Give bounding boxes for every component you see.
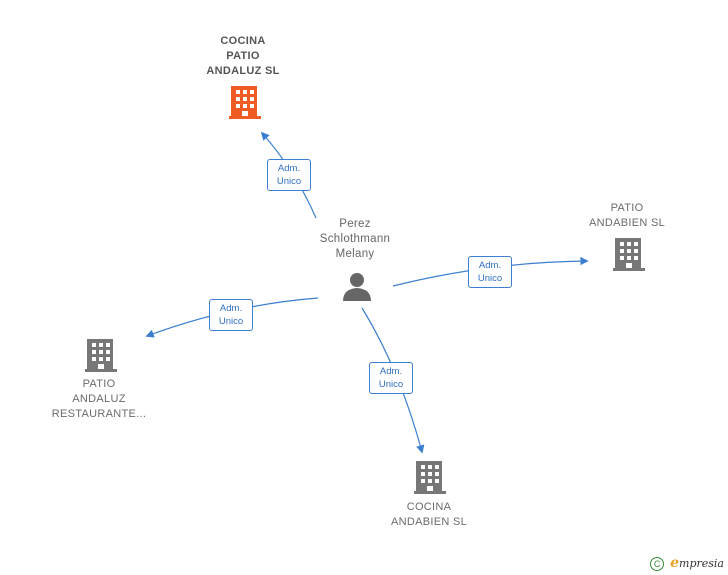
brand-logo: empresia — [670, 555, 724, 571]
building-icon[interactable] — [229, 86, 261, 119]
edge-label-patio-andaluz-restaurante: Adm. Unico — [209, 299, 253, 331]
building-icon[interactable] — [85, 339, 117, 372]
building-icon[interactable] — [613, 238, 645, 271]
edge-label-cocina-andabien: Adm. Unico — [369, 362, 413, 394]
brand-logo-letter: e — [670, 555, 680, 571]
person-icon[interactable] — [343, 273, 371, 301]
edge-label-patio-andabien: Adm. Unico — [468, 256, 512, 288]
node-label-person[interactable]: Perez Schlothmann Melany — [319, 218, 391, 260]
node-label-cocina-andabien[interactable]: COCINA ANDABIEN SL — [390, 501, 468, 528]
node-label-cocina-patio-andaluz[interactable]: COCINA PATIO ANDALUZ SL — [206, 35, 280, 77]
copyright-icon: C — [650, 556, 665, 571]
node-label-patio-andabien[interactable]: PATIO ANDABIEN SL — [588, 202, 666, 229]
edge-label-cocina-patio-andaluz: Adm. Unico — [267, 159, 311, 191]
node-label-patio-andaluz-restaurante[interactable]: PATIO ANDALUZ RESTAURANTE... — [51, 378, 147, 420]
building-icon[interactable] — [414, 461, 446, 494]
brand-logo-text: mpresia — [679, 557, 724, 570]
